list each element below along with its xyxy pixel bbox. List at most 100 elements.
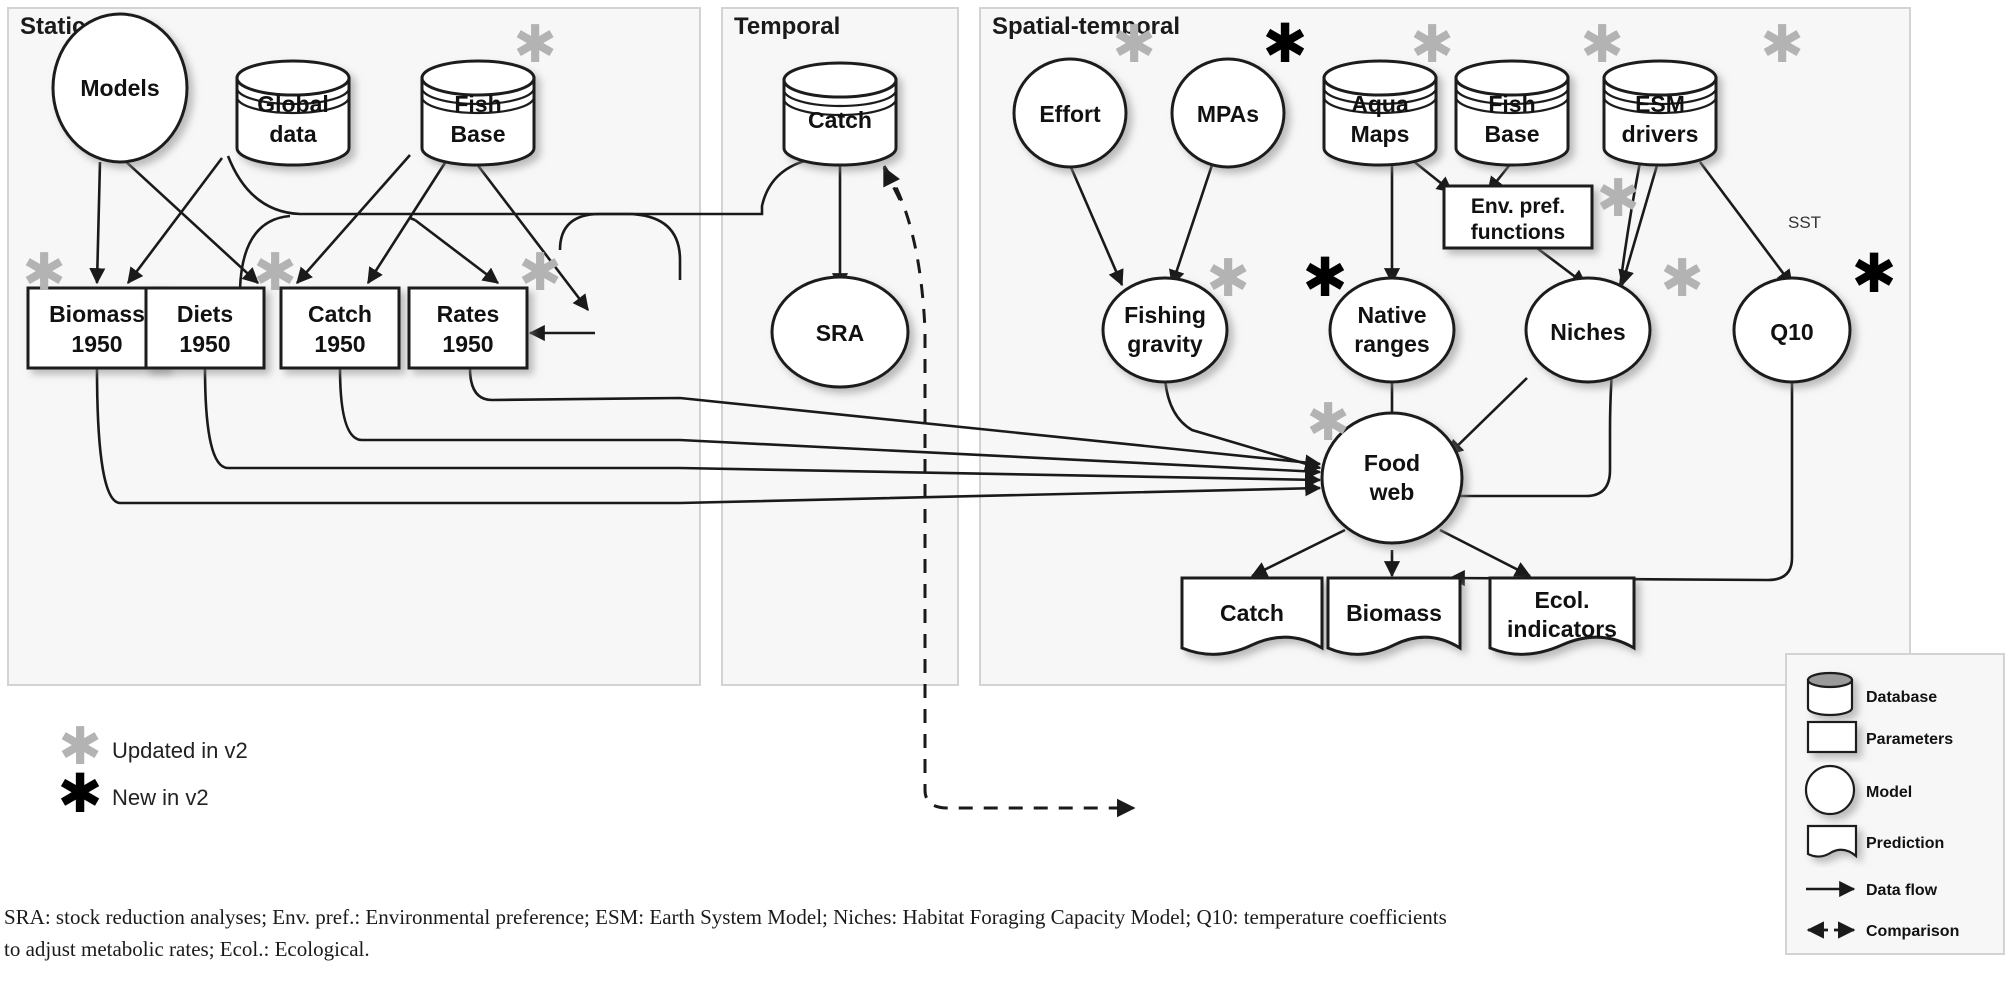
node-niches[interactable] — [1524, 276, 1652, 384]
node-aqua-maps[interactable] — [1322, 59, 1438, 167]
node-biomass-1950-label-2: 1950 — [71, 331, 122, 357]
node-fishing-gravity[interactable] — [1101, 276, 1229, 384]
node-models[interactable] — [51, 12, 189, 164]
legend-label-prediction: Prediction — [1866, 835, 1944, 852]
node-diets-1950-label-1: Diets — [177, 301, 233, 327]
node-catch-database-label: Catch — [808, 107, 872, 133]
edge-route-rates — [414, 218, 500, 285]
node-food-web-label-2: web — [1369, 479, 1415, 505]
caption-line-2: to adjust metabolic rates; Ecol.: Ecolog… — [4, 937, 370, 961]
node-fishing-gravity-label-1: Fishing — [1124, 302, 1206, 328]
edge-mpas-fishinggravity — [1169, 164, 1214, 287]
edge-esm-q10-sst — [1698, 161, 1794, 287]
edge-foodweb-ecolpred — [1439, 528, 1532, 578]
key-updated-label: Updated in v2 — [112, 738, 248, 763]
node-mpas[interactable] — [1170, 57, 1286, 169]
parameters-icon — [1806, 720, 1858, 754]
asterisk-updated-icon: ✱ — [1410, 15, 1454, 75]
node-q10[interactable] — [1732, 276, 1852, 384]
legend-label-database: Database — [1866, 689, 1937, 706]
asterisk-updated-icon: ✱ — [1580, 15, 1624, 75]
node-esm-drivers-label-2: drivers — [1622, 121, 1699, 147]
asterisk-updated-icon: ✱ — [22, 243, 66, 303]
edge-effort-fishinggravity — [1068, 164, 1124, 287]
asterisk-updated-icon: ✱ — [1206, 249, 1250, 309]
edge-biomass1950-foodweb — [95, 367, 1322, 505]
caption-line-1: SRA: stock reduction analyses; Env. pref… — [4, 905, 1447, 929]
node-food-web-label-1: Food — [1364, 450, 1420, 476]
node-fish-base-static-label-1: Fish — [454, 91, 501, 117]
node-env-pref-functions[interactable] — [1442, 184, 1594, 250]
edge-global-route-right — [226, 155, 682, 280]
node-biomass-prediction[interactable] — [1326, 576, 1462, 656]
node-food-web[interactable] — [1320, 411, 1464, 545]
legend-label-model: Model — [1866, 784, 1912, 801]
edge-label-sst: SST — [1788, 213, 1821, 232]
prediction-icon — [1806, 824, 1858, 859]
asterisk-updated-icon: ✱ — [1306, 393, 1350, 453]
node-biomass-1950[interactable] — [26, 286, 168, 370]
panel-title-temporal: Temporal — [734, 13, 840, 40]
edge-rates1950-foodweb — [468, 367, 1322, 471]
asterisk-updated-icon: ✱ — [1112, 15, 1156, 75]
edge-fishbase-sra — [468, 154, 590, 312]
node-catch-database[interactable] — [782, 61, 898, 167]
node-q10-label: Q10 — [1770, 319, 1813, 345]
edge-catchdb-left-route — [558, 158, 809, 251]
edge-fishbase-diets — [296, 154, 411, 284]
node-fish-base-spatial[interactable] — [1454, 59, 1570, 167]
node-fish-base-spatial-label-1: Fish — [1488, 91, 1535, 117]
legend-label-data-flow: Data flow — [1866, 882, 1938, 899]
node-biomass-prediction-label: Biomass — [1346, 600, 1442, 626]
edge-fishinggravity-foodweb — [1163, 377, 1322, 472]
edges-layer — [89, 154, 1794, 818]
node-catch-1950[interactable] — [279, 286, 401, 370]
key-new-in-v2: ✱ New in v2 — [57, 762, 208, 825]
edge-esm-foodweb — [1438, 161, 1642, 505]
node-diets-1950[interactable] — [144, 286, 266, 370]
asterisk-updated-icon: ✱ — [513, 15, 557, 75]
asterisk-new-icon: ✱ — [1851, 242, 1896, 305]
node-fish-base-static[interactable] — [420, 59, 536, 167]
edge-comparison-catch-head — [882, 166, 902, 201]
panel-title-spatial-temporal: Spatial-temporal — [992, 13, 1180, 40]
asterisk-updated-icon: ✱ — [1596, 169, 1640, 229]
node-rates-1950-label-2: 1950 — [442, 331, 493, 357]
legend-label-parameters: Parameters — [1866, 731, 1953, 748]
edge-models-biomass — [89, 161, 106, 285]
legend-panel: Database Parameters Model Prediction Dat… — [1785, 653, 2005, 955]
node-fishing-gravity-label-2: gravity — [1127, 331, 1203, 357]
node-ecol-indicators-prediction[interactable] — [1488, 576, 1636, 656]
node-sra[interactable] — [770, 275, 910, 389]
edge-q10-foodweb — [1448, 380, 1794, 587]
edge-catch1950-foodweb — [338, 367, 1322, 480]
legend-label-comparison: Comparison — [1866, 923, 1959, 940]
node-native-ranges-label-1: Native — [1357, 302, 1426, 328]
node-catch-prediction[interactable] — [1180, 576, 1324, 656]
node-fish-base-spatial-label-2: Base — [1485, 121, 1540, 147]
node-aqua-maps-label-2: Maps — [1351, 121, 1410, 147]
key-new-label: New in v2 — [112, 785, 209, 810]
edge-fishbase-catch1950 — [366, 154, 452, 285]
node-global-data-label-2: data — [269, 121, 317, 147]
node-models-label: Models — [80, 75, 159, 101]
node-global-data-label-1: Global — [257, 91, 329, 117]
node-effort[interactable] — [1012, 57, 1128, 169]
node-env-pref-label-2: functions — [1471, 221, 1566, 244]
node-esm-drivers[interactable] — [1602, 59, 1718, 167]
node-native-ranges[interactable] — [1328, 276, 1456, 384]
edge-route-helper — [238, 214, 291, 291]
node-rates-1950[interactable] — [407, 286, 529, 370]
node-effort-label: Effort — [1039, 101, 1101, 127]
node-niches-label: Niches — [1550, 319, 1625, 345]
asterisk-updated-icon: ✱ — [58, 717, 102, 777]
node-native-ranges-label-2: ranges — [1354, 331, 1429, 357]
database-icon — [1806, 671, 1854, 717]
node-sra-label: SRA — [816, 320, 865, 346]
edge-niches-foodweb — [1447, 377, 1528, 456]
node-global-data[interactable] — [235, 59, 351, 167]
edge-models-diets — [121, 157, 259, 284]
node-catch-1950-label-2: 1950 — [314, 331, 365, 357]
